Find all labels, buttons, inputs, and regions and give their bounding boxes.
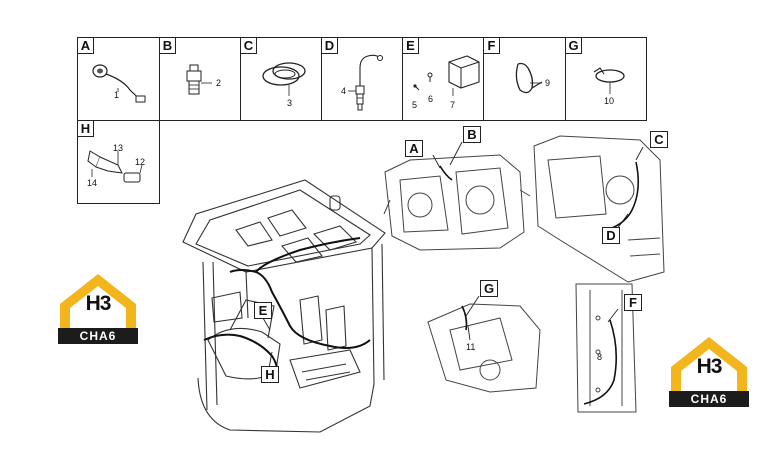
relay-bracket-drawing — [87, 150, 143, 183]
callout-a: A — [405, 140, 423, 157]
cable-tie-drawing — [515, 62, 543, 94]
hose-clamp-drawing — [593, 67, 625, 94]
kit-letter-e: E — [403, 38, 419, 54]
kit-letter-b: B — [160, 38, 176, 54]
kit-letter-d: D — [322, 38, 338, 54]
brand-logo-left: H3 CHA6 — [56, 270, 140, 346]
kit-cell-b: B 2 — [159, 37, 241, 121]
part-number: 5 — [412, 100, 418, 110]
house-shape-icon — [671, 337, 747, 393]
part-number: 3 — [287, 98, 293, 108]
item-label-11: 11 — [466, 342, 476, 352]
kit-cell-h: H 13 12 14 — [77, 120, 160, 204]
part-number: 7 — [450, 100, 456, 110]
part-number: 6 — [428, 94, 434, 104]
kit-letter-h: H — [78, 121, 94, 137]
kit-cell-d: D 4 — [321, 37, 403, 121]
house-shape-icon — [60, 274, 136, 330]
part-number: 1 — [114, 90, 120, 100]
logo-text-top: H3 — [85, 292, 112, 315]
callout-f: F — [624, 294, 642, 311]
item-label-8: 8 — [597, 352, 603, 362]
part-number: 12 — [135, 157, 146, 167]
callout-g: G — [480, 280, 498, 297]
logo-text-bottom: CHA6 — [58, 328, 138, 344]
kit-cell-a: A 1 — [77, 37, 160, 121]
oxygen-sensor-drawing — [348, 54, 383, 111]
part-number: 10 — [604, 96, 615, 106]
part-number: 9 — [545, 78, 551, 88]
callout-c: C — [650, 131, 668, 148]
gasket-ring-drawing — [262, 62, 306, 96]
kit-cell-e: E 5 6 7 — [402, 37, 484, 121]
callout-h: H — [261, 366, 279, 383]
logo-text-bottom: CHA6 — [669, 391, 749, 407]
kit-letter-f: F — [484, 38, 500, 54]
brand-logo-right: H3 CHA6 — [667, 333, 751, 409]
kit-letter-a: A — [78, 38, 94, 54]
kit-cell-c: C 3 — [240, 37, 322, 121]
kit-letter-g: G — [566, 38, 582, 54]
kit-cell-g: G 10 — [565, 37, 647, 121]
callout-b: B — [463, 126, 481, 143]
callout-e: E — [254, 302, 272, 319]
callout-d: D — [602, 227, 620, 244]
part-number: 4 — [341, 86, 347, 96]
kit-cell-f: F 9 — [483, 37, 566, 121]
part-number: 14 — [87, 178, 98, 188]
part-number: 13 — [113, 143, 124, 153]
control-module-drawing — [413, 55, 480, 96]
logo-text-top: H3 — [696, 355, 723, 378]
connector-harness-drawing — [92, 64, 146, 103]
sensor-drawing — [186, 64, 212, 95]
kit-letter-c: C — [241, 38, 257, 54]
part-number: 2 — [216, 78, 222, 88]
